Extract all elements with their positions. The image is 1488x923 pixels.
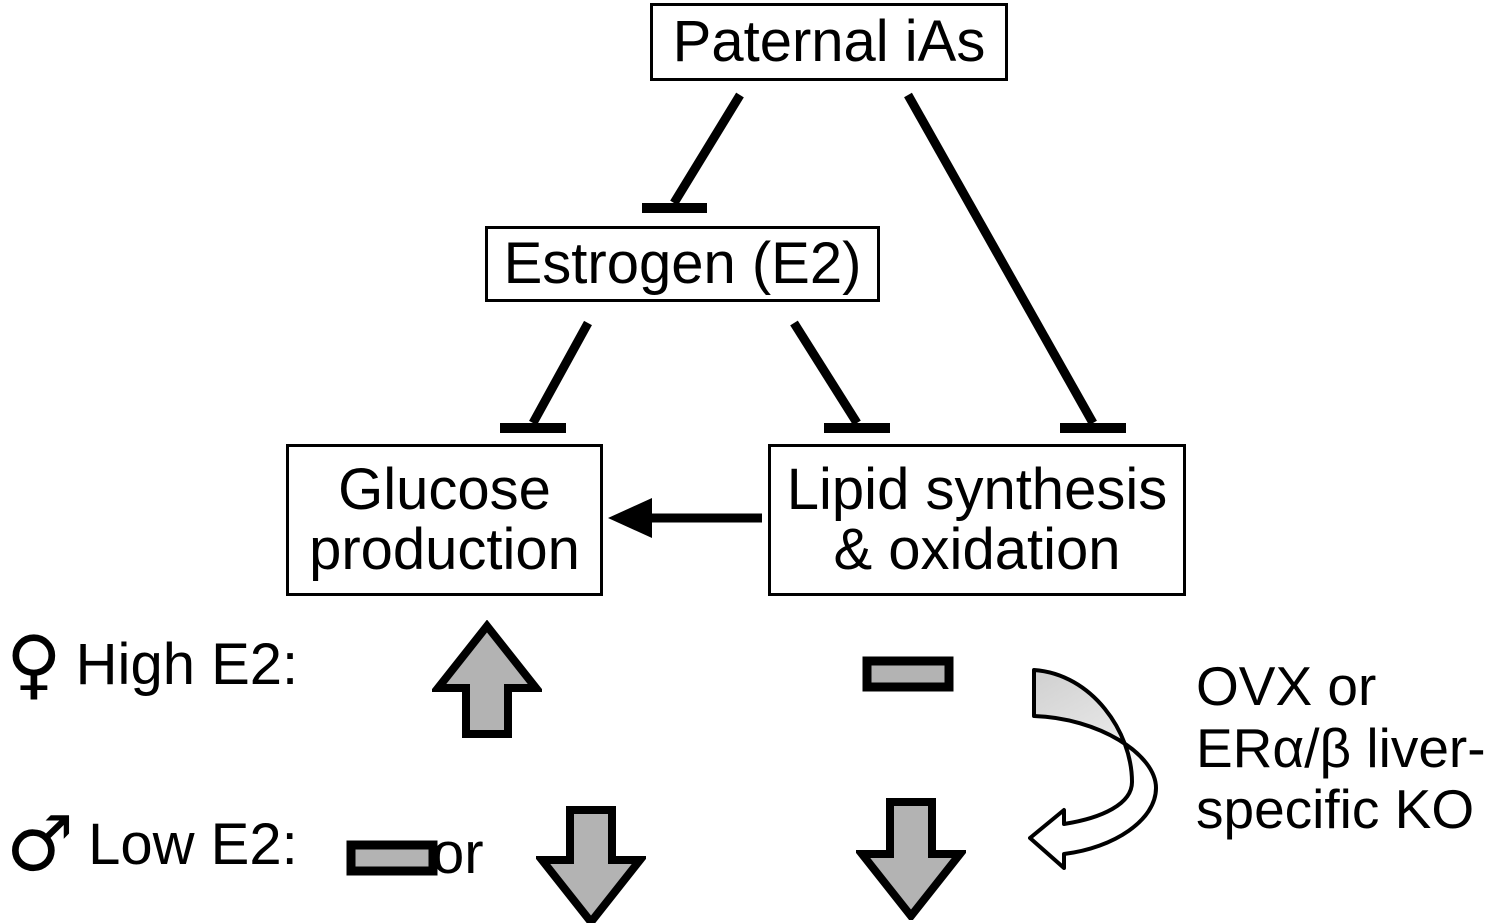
annotation-ovx-er-ko: OVX or ERα/β liver- specific KO	[1196, 655, 1486, 841]
or-label: or	[432, 821, 484, 886]
no-change-bar-icon-male-glucose	[346, 840, 438, 876]
edge-paternal-inhibits-estrogen	[642, 92, 744, 213]
down-arrow-icon-male-glucose	[536, 806, 646, 923]
edge-estrogen-inhibits-lipid	[790, 320, 890, 433]
down-arrow-icon-male-lipid	[856, 798, 966, 920]
edge-lipid-activates-glucose	[608, 498, 762, 538]
node-lipid-synthesis-oxidation: Lipid synthesis & oxidation	[768, 444, 1186, 596]
up-arrow-icon-female-glucose	[432, 620, 542, 738]
node-glucose-production: Glucose production	[286, 444, 603, 596]
male-symbol-icon: ♂	[6, 799, 75, 888]
legend-row-male: ♂ Low E2:	[6, 806, 298, 882]
node-estrogen-e2: Estrogen (E2)	[485, 226, 880, 302]
no-change-bar-icon-female-lipid	[862, 656, 954, 692]
legend-label-low-e2: Low E2:	[88, 811, 298, 877]
edge-paternal-inhibits-lipid	[904, 92, 1126, 433]
legend-row-female: ♀ High E2:	[6, 626, 298, 702]
edge-estrogen-inhibits-glucose	[500, 320, 592, 433]
legend-label-high-e2: High E2:	[75, 631, 299, 697]
curved-arrow-icon-ovx	[1028, 668, 1158, 870]
node-paternal-ias: Paternal iAs	[650, 3, 1008, 81]
female-symbol-icon: ♀	[6, 619, 62, 708]
